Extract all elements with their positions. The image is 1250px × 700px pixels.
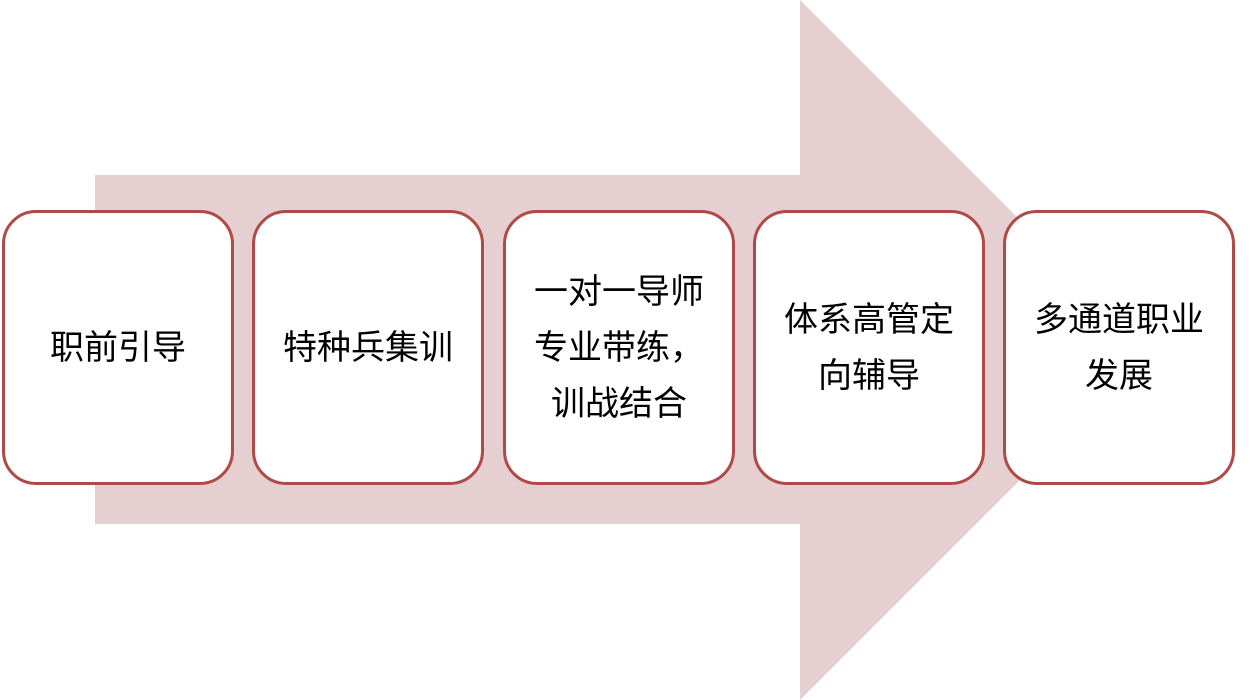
step-box-3: 一对一导师 专业带练， 训战结合: [503, 210, 735, 485]
step-label-2: 特种兵集训: [283, 327, 453, 368]
step-box-4: 体系高管定 向辅导: [753, 210, 985, 485]
step-label-5: 多通道职业 发展: [1034, 299, 1204, 396]
step-box-5: 多通道职业 发展: [1003, 210, 1235, 485]
step-label-3: 一对一导师 专业带练， 训战结合: [534, 271, 704, 424]
step-box-1: 职前引导: [2, 210, 234, 485]
step-box-2: 特种兵集训: [252, 210, 484, 485]
step-label-1: 职前引导: [50, 327, 186, 368]
step-label-4: 体系高管定 向辅导: [784, 299, 954, 396]
